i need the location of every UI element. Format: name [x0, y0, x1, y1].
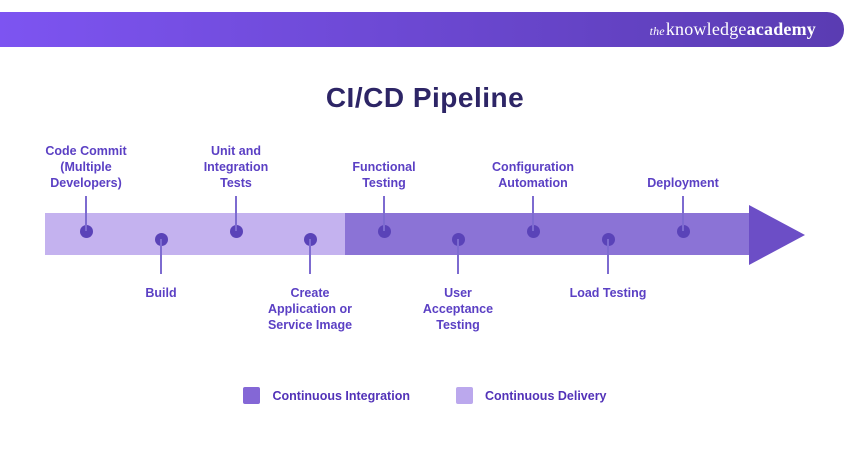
milestone-dot [79, 224, 93, 238]
brand-logo-the: the [649, 24, 665, 38]
milestone-label: User Acceptance Testing [422, 286, 494, 332]
milestone-label: Build [145, 286, 177, 300]
legend-swatch-dark [243, 387, 261, 404]
milestone-label: Code Commit (Multiple Developers) [45, 144, 127, 190]
milestone-dot [526, 224, 540, 238]
milestone-connector [682, 196, 684, 231]
brand-header: theknowledgeacademy [0, 12, 844, 47]
milestone-label: Unit and Integration Tests [203, 144, 269, 190]
brand-logo-knowledge: knowledge [665, 19, 747, 39]
milestone-label: Load Testing [569, 286, 647, 300]
legend-item-continuous-integration: Continuous Integration [243, 387, 410, 404]
milestone-connector [85, 196, 87, 231]
legend-label: Continuous Integration [272, 388, 410, 403]
legend-swatch-light [455, 387, 473, 404]
legend-item-continuous-delivery: Continuous Delivery [455, 387, 607, 404]
legend: Continuous Integration Continuous Delive… [0, 387, 850, 404]
milestone-dot [676, 224, 690, 238]
timeline-segment-continuous-delivery [45, 213, 345, 255]
brand-logo: theknowledgeacademy [650, 19, 816, 40]
milestone-dot [377, 224, 391, 238]
brand-logo-academy: academy [746, 19, 816, 39]
milestone-label: Create Application or Service Image [267, 286, 353, 332]
milestone-label: Deployment [647, 176, 719, 190]
milestone-label: Configuration Automation [492, 160, 574, 190]
milestone-connector [457, 239, 459, 274]
milestone-connector [607, 239, 609, 274]
milestone-dot [229, 224, 243, 238]
milestone-label: Functional Testing [352, 160, 416, 190]
milestone-connector [235, 196, 237, 231]
milestone-connector [160, 239, 162, 274]
timeline-segment-continuous-integration [345, 213, 751, 255]
milestone-connector [383, 196, 385, 231]
legend-label: Continuous Delivery [484, 388, 607, 403]
milestone-connector [309, 239, 311, 274]
milestone-connector [532, 196, 534, 231]
timeline-arrowhead-icon [749, 205, 805, 265]
page-title: CI/CD Pipeline [325, 82, 525, 113]
